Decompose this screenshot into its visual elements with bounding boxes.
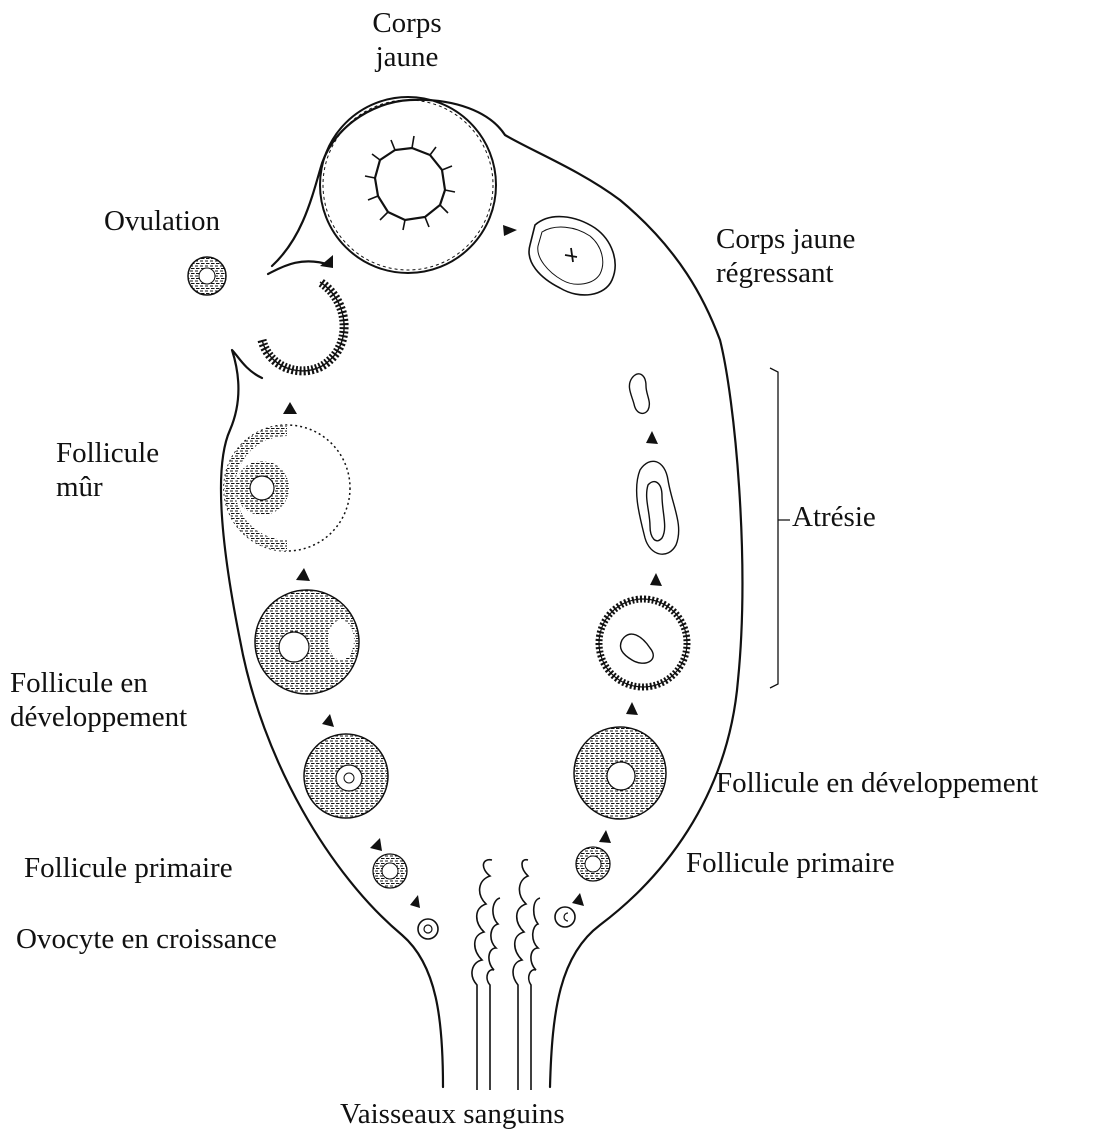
ovocyte-croissance-right: [555, 907, 575, 927]
vaisseaux-sanguins-shape: [472, 860, 540, 1090]
label-follicule-developpement-left: Follicule en développement: [10, 666, 187, 734]
follicule-developpement-large-left: [255, 590, 359, 694]
label-corps-jaune-regressant: Corps jaune régressant: [716, 222, 855, 290]
follicule-developpement-right: [574, 727, 666, 819]
atresie-follicle-2: [637, 461, 679, 554]
label-ovocyte-croissance: Ovocyte en croissance: [16, 922, 277, 956]
corps-jaune-regressant-shape: [529, 217, 615, 295]
ovocyte-croissance-left: [418, 919, 438, 939]
label-vaisseaux-sanguins: Vaisseaux sanguins: [340, 1097, 565, 1131]
ovary-outline-left: [221, 350, 443, 1087]
ovulation-lip: [268, 261, 330, 274]
follicule-primaire-left: [373, 854, 407, 888]
atresie-follicle-1: [599, 599, 687, 687]
label-ovulation: Ovulation: [104, 204, 220, 238]
label-atresie: Atrésie: [792, 500, 876, 534]
corps-jaune-shape: [320, 97, 496, 273]
label-corps-jaune: Corps jaune: [362, 6, 452, 74]
follicule-mur-shape: [224, 425, 350, 551]
ovary-outline-top: [272, 100, 742, 1087]
label-follicule-developpement-right: Follicule en développement: [716, 766, 1038, 800]
follicule-primaire-right: [576, 847, 610, 881]
atresie-bracket: [770, 368, 790, 688]
label-follicule-primaire-left: Follicule primaire: [24, 851, 233, 885]
ovulated-oocyte: [188, 257, 226, 295]
label-follicule-mur: Follicule mûr: [56, 436, 159, 504]
ruptured-follicle: [262, 282, 344, 371]
follicule-developpement-small-left: [304, 734, 388, 818]
label-follicule-primaire-right: Follicule primaire: [686, 846, 895, 880]
atresie-follicle-3: [629, 374, 649, 414]
